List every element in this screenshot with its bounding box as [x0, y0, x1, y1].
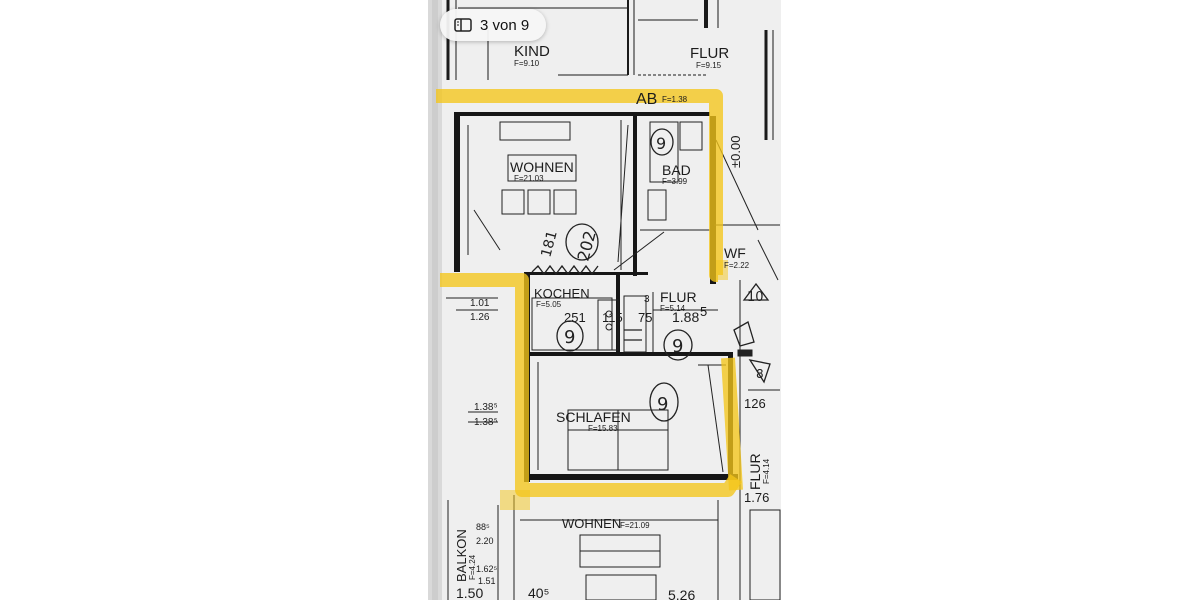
room-bad-label: BAD	[662, 162, 691, 178]
room-bad-area: F=3.99	[662, 177, 688, 186]
dim-526: 5.26	[668, 587, 695, 600]
elevation-label: ±0.00	[728, 136, 743, 168]
dim-5: 5	[700, 304, 707, 319]
dim-115: 115	[602, 310, 623, 325]
room-balkon-label: BALKON	[454, 529, 469, 582]
sidebar-icon	[454, 18, 472, 32]
room-schlafen-area: F=15.83	[588, 424, 618, 433]
room-balkon-area: F=4.24	[468, 554, 477, 580]
handwritten-9-kochen: 9	[564, 327, 575, 348]
room-flur-top-area: F=9.15	[696, 61, 722, 70]
room-flur-mid-label: FLUR	[660, 289, 697, 305]
dim-1385b: 1.38⁵	[474, 417, 498, 428]
dim-126a: 1.26	[470, 312, 490, 323]
dim-1625: 1.62⁵	[476, 564, 498, 574]
room-wohnen-label: WOHNEN	[510, 159, 574, 175]
room-flur-top-label: FLUR	[690, 45, 729, 62]
page-indicator-label: 3 von 9	[480, 16, 530, 34]
dim-3: 3	[644, 294, 650, 305]
room-flur-right-area: F=4.14	[762, 458, 771, 484]
floor-plan-image: KIND F=9.10 FLUR F=9.15 AB F=1.38 WOHNEN…	[428, 0, 781, 600]
dim-1385a: 1.38⁵	[474, 402, 498, 413]
room-wf-label: WF	[724, 245, 746, 261]
handwritten-9-schlafen: 9	[657, 394, 668, 415]
handwritten-9-bad: 9	[656, 134, 666, 153]
handwritten-181: 181	[538, 229, 560, 259]
page-indicator-button[interactable]: 3 von 9	[440, 9, 546, 41]
dim-885: 88⁵	[476, 522, 490, 532]
room-flur-right-label: FLUR	[747, 453, 763, 490]
room-kind-label: KIND	[514, 43, 550, 60]
dim-405: 40⁵	[528, 585, 549, 600]
dim-75: 75	[638, 310, 652, 325]
room-kochen-area: F=5.05	[536, 300, 562, 309]
room-kochen-label: KOCHEN	[534, 286, 590, 301]
handwritten-10: 10	[747, 290, 764, 305]
room-wohnen-lower-label: WOHNEN	[562, 516, 621, 531]
handwritten-8: 8	[756, 367, 764, 381]
room-wohnen-lower-area: F=21.09	[620, 521, 650, 530]
room-kind-area: F=9.10	[514, 59, 540, 68]
room-schlafen-label: SCHLAFEN	[556, 409, 631, 425]
room-ab-area: F=1.38	[662, 95, 688, 104]
dim-176: 1.76	[744, 490, 769, 505]
dim-188: 1.88	[672, 309, 699, 325]
room-wf-area: F=2.22	[724, 261, 750, 270]
dim-101: 1.01	[470, 298, 490, 309]
room-wohnen-area: F=21.03	[514, 174, 544, 183]
dim-220: 2.20	[476, 536, 494, 546]
floor-plan-drawing: KIND F=9.10 FLUR F=9.15 AB F=1.38 WOHNEN…	[428, 0, 781, 600]
room-ab-label: AB	[636, 91, 657, 108]
dim-150: 1.50	[456, 585, 483, 600]
dim-151: 1.51	[478, 576, 496, 586]
room-flur-mid-area: F=5.14	[660, 304, 686, 313]
handwritten-9-flur: 9	[672, 336, 683, 357]
dim-126b: 126	[744, 396, 766, 411]
